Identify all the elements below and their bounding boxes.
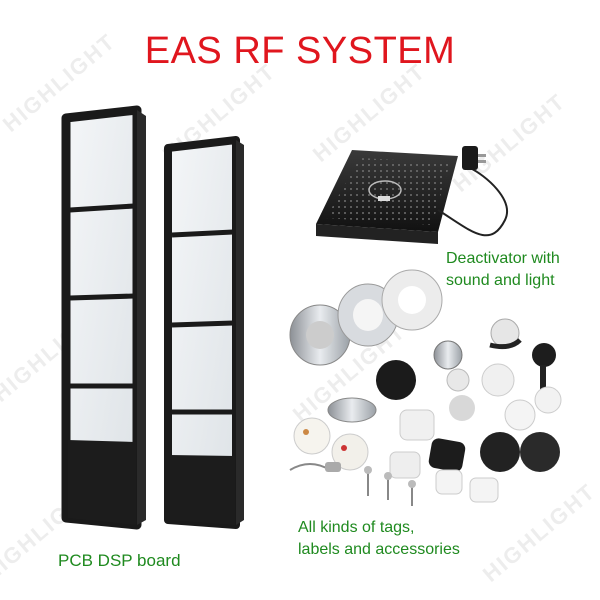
antenna-rear bbox=[164, 136, 244, 529]
antenna-front bbox=[61, 105, 146, 530]
tags-accessories bbox=[289, 269, 562, 506]
page-title: EAS RF SYSTEM bbox=[144, 30, 456, 72]
deactivator-caption: Deactivator with sound and light bbox=[446, 248, 596, 292]
pcb-caption: PCB DSP board bbox=[58, 551, 181, 570]
tags-caption-line2: labels and accessories bbox=[298, 541, 460, 558]
deactivator-pad bbox=[316, 146, 508, 244]
deactivator-caption-line1: Deactivator with bbox=[446, 250, 560, 267]
deactivator-caption-line2: sound and light bbox=[446, 272, 555, 289]
tags-caption-line1: All kinds of tags, bbox=[298, 519, 415, 536]
tags-caption: All kinds of tags, labels and accessorie… bbox=[298, 517, 498, 561]
